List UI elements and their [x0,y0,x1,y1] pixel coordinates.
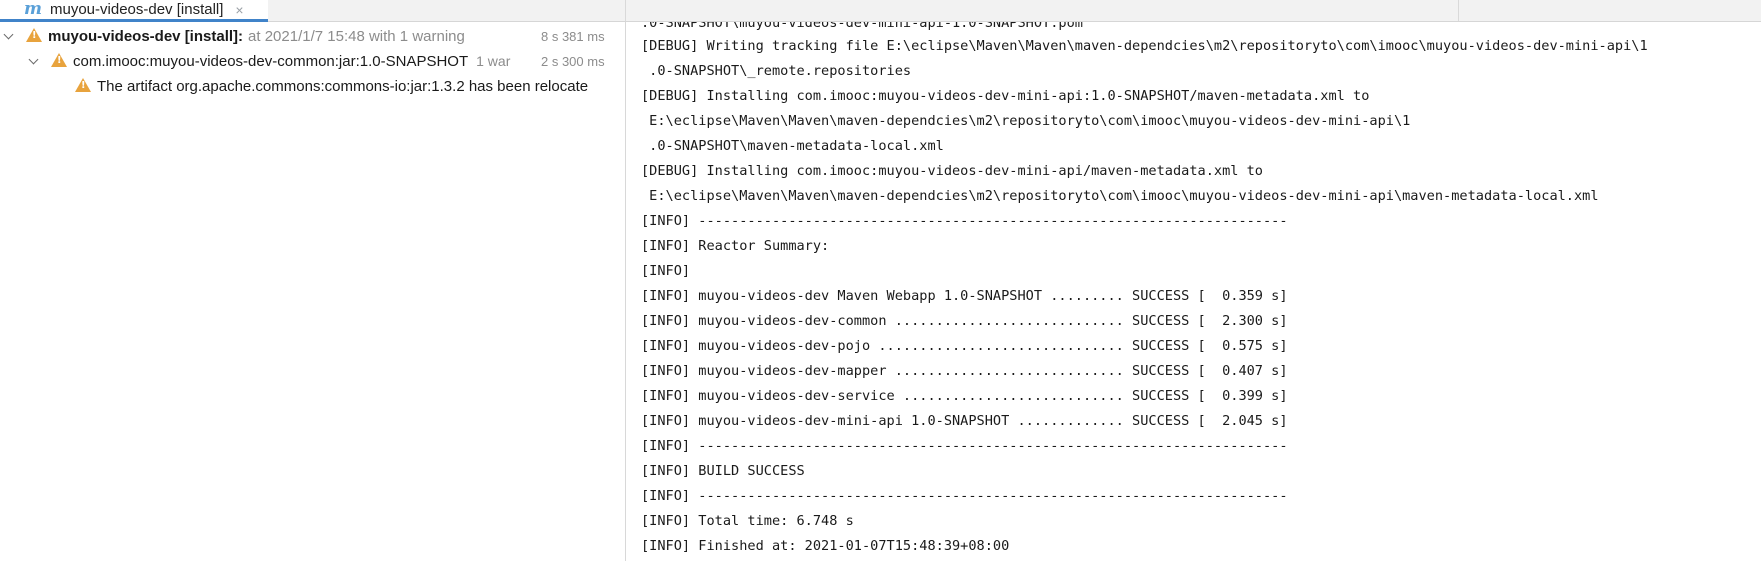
tree-child-time: 2 s 300 ms [541,53,605,69]
console-line: [INFO] muyou-videos-dev-common .........… [641,313,1288,329]
tree-root-time: 8 s 381 ms [541,28,605,44]
console-line: [INFO] ---------------------------------… [641,488,1288,504]
console-line: E:\eclipse\Maven\Maven\maven-dependcies\… [641,113,1411,129]
console-line: [INFO] Finished at: 2021-01-07T15:48:39+… [641,538,1010,554]
tree-child-name: com.imooc:muyou-videos-dev-common:jar:1.… [73,52,469,70]
panel-splitter[interactable] [625,22,626,561]
tree-root-detail: at 2021/1/7 15:48 with 1 warning [248,27,465,45]
console-line: [INFO] Reactor Summary: [641,238,830,254]
tab-divider [625,0,626,21]
console-line: [INFO] ---------------------------------… [641,213,1288,229]
chevron-down-icon[interactable] [29,56,39,66]
tree-grandchild-name: The artifact org.apache.commons:commons-… [97,77,589,95]
warning-icon [75,78,91,92]
close-icon[interactable]: × [235,1,244,18]
tab-label: muyou-videos-dev [install] [50,1,224,18]
console-line: [INFO] [641,263,691,279]
console-line: .0-SNAPSHOT\maven-metadata-local.xml [641,138,944,154]
console-line: [INFO] ---------------------------------… [641,438,1288,454]
console-line: [INFO] BUILD SUCCESS [641,463,805,479]
warning-icon [51,53,67,67]
console-line: [INFO] Total time: 6.748 s [641,513,854,529]
console-line: [INFO] muyou-videos-dev-pojo ...........… [641,338,1288,354]
tree-row-child[interactable]: com.imooc:muyou-videos-dev-common:jar:1.… [0,49,625,73]
chevron-down-icon[interactable] [4,31,14,41]
maven-icon: m [24,0,42,19]
console-line: [INFO] muyou-videos-dev-mapper .........… [641,363,1288,379]
warning-icon [26,28,42,42]
console-line: .0-SNAPSHOT\muyou-videos-dev-mini-api-1.… [641,22,1083,31]
console-line: [DEBUG] Installing com.imooc:muyou-video… [641,88,1370,104]
console-line: [INFO] muyou-videos-dev Maven Webapp 1.0… [641,288,1288,304]
build-tree-panel: muyou-videos-dev [install]: at 2021/1/7 … [0,22,625,561]
console-line: E:\eclipse\Maven\Maven\maven-dependcies\… [641,188,1599,204]
tree-child-detail: 1 war [476,53,511,69]
tree-row-root[interactable]: muyou-videos-dev [install]: at 2021/1/7 … [0,24,625,48]
console-line: [DEBUG] Writing tracking file E:\eclipse… [641,38,1648,54]
tree-row-grandchild[interactable]: The artifact org.apache.commons:commons-… [0,74,625,98]
tab-run-install[interactable]: m muyou-videos-dev [install] × [0,0,268,22]
console-line: .0-SNAPSHOT\_remote.repositories [641,63,912,79]
console-line: [DEBUG] Installing com.imooc:muyou-video… [641,163,1263,179]
tool-window-tab-bar: m muyou-videos-dev [install] × [0,0,1761,22]
console-line: [INFO] muyou-videos-dev-service ........… [641,388,1288,404]
tab-divider [1458,0,1459,21]
console-line: [INFO] muyou-videos-dev-mini-api 1.0-SNA… [641,413,1288,429]
console-output[interactable]: .0-SNAPSHOT\muyou-videos-dev-mini-api-1.… [626,22,1761,561]
tree-root-name: muyou-videos-dev [install]: [48,27,244,45]
